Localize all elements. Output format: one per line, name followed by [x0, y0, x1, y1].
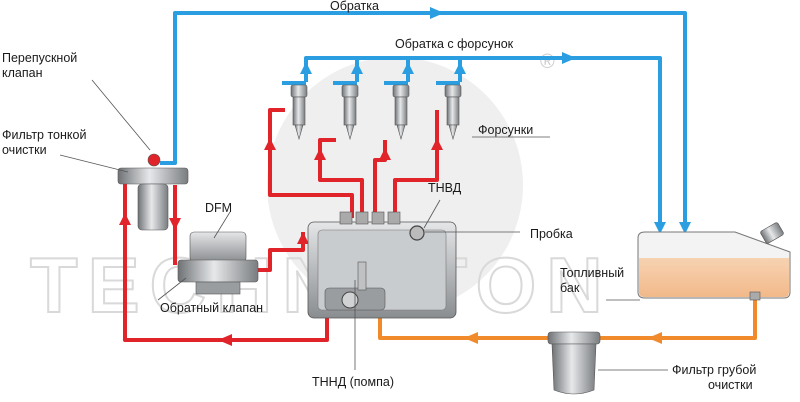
- injector: [392, 84, 410, 141]
- label-hp-pump: ТНВД: [428, 181, 462, 195]
- label-fine-filter-line1: Фильтр тонкой: [2, 128, 86, 142]
- low-pressure-arrows: [464, 332, 662, 344]
- label-bypass-valve-line1: Перепускной: [2, 51, 77, 65]
- injector: [341, 84, 359, 141]
- label-fine-filter-line2: очистки: [2, 143, 47, 157]
- label-fine-filter: Фильтр тонкой очистки: [2, 128, 90, 157]
- injector: [290, 84, 308, 141]
- label-fuel-tank: Топливный бак: [560, 266, 628, 295]
- pump-plug: [409, 225, 425, 241]
- coarse-filter: [547, 331, 601, 395]
- label-lp-pump: ТННД (помпа): [312, 375, 394, 389]
- dfm-meter: [177, 231, 259, 295]
- label-dfm: DFM: [205, 201, 232, 215]
- low-pressure-lines: [378, 295, 757, 340]
- fuel-tank: [637, 222, 791, 301]
- label-return-injectors: Обратка с форсунок: [395, 37, 514, 51]
- injector: [444, 84, 462, 141]
- label-coarse-filter-line1: Фильтр грубой: [672, 363, 756, 377]
- label-bypass-valve: Перепускной клапан: [2, 51, 81, 80]
- leader-lines: [59, 79, 668, 371]
- registered-mark: ®: [540, 51, 555, 73]
- return-arrows: [300, 7, 691, 234]
- high-pressure-arrows: [119, 138, 443, 346]
- injectors: [290, 84, 462, 141]
- return-lines: [160, 11, 687, 230]
- hp-pump: [307, 211, 457, 319]
- label-fuel-tank-line2: бак: [560, 281, 580, 295]
- label-fuel-tank-line1: Топливный: [560, 266, 624, 280]
- label-check-valve: Обратный клапан: [160, 301, 263, 315]
- bypass-valve-icon: [147, 153, 161, 167]
- label-plug: Пробка: [530, 227, 573, 241]
- fine-filter: [117, 153, 189, 231]
- label-return: Обратка: [330, 0, 379, 13]
- label-coarse-filter: Фильтр грубой очистки: [672, 363, 760, 392]
- label-coarse-filter-line2: очистки: [708, 378, 753, 392]
- label-bypass-valve-line2: клапан: [2, 66, 43, 80]
- label-injectors: Форсунки: [478, 123, 533, 137]
